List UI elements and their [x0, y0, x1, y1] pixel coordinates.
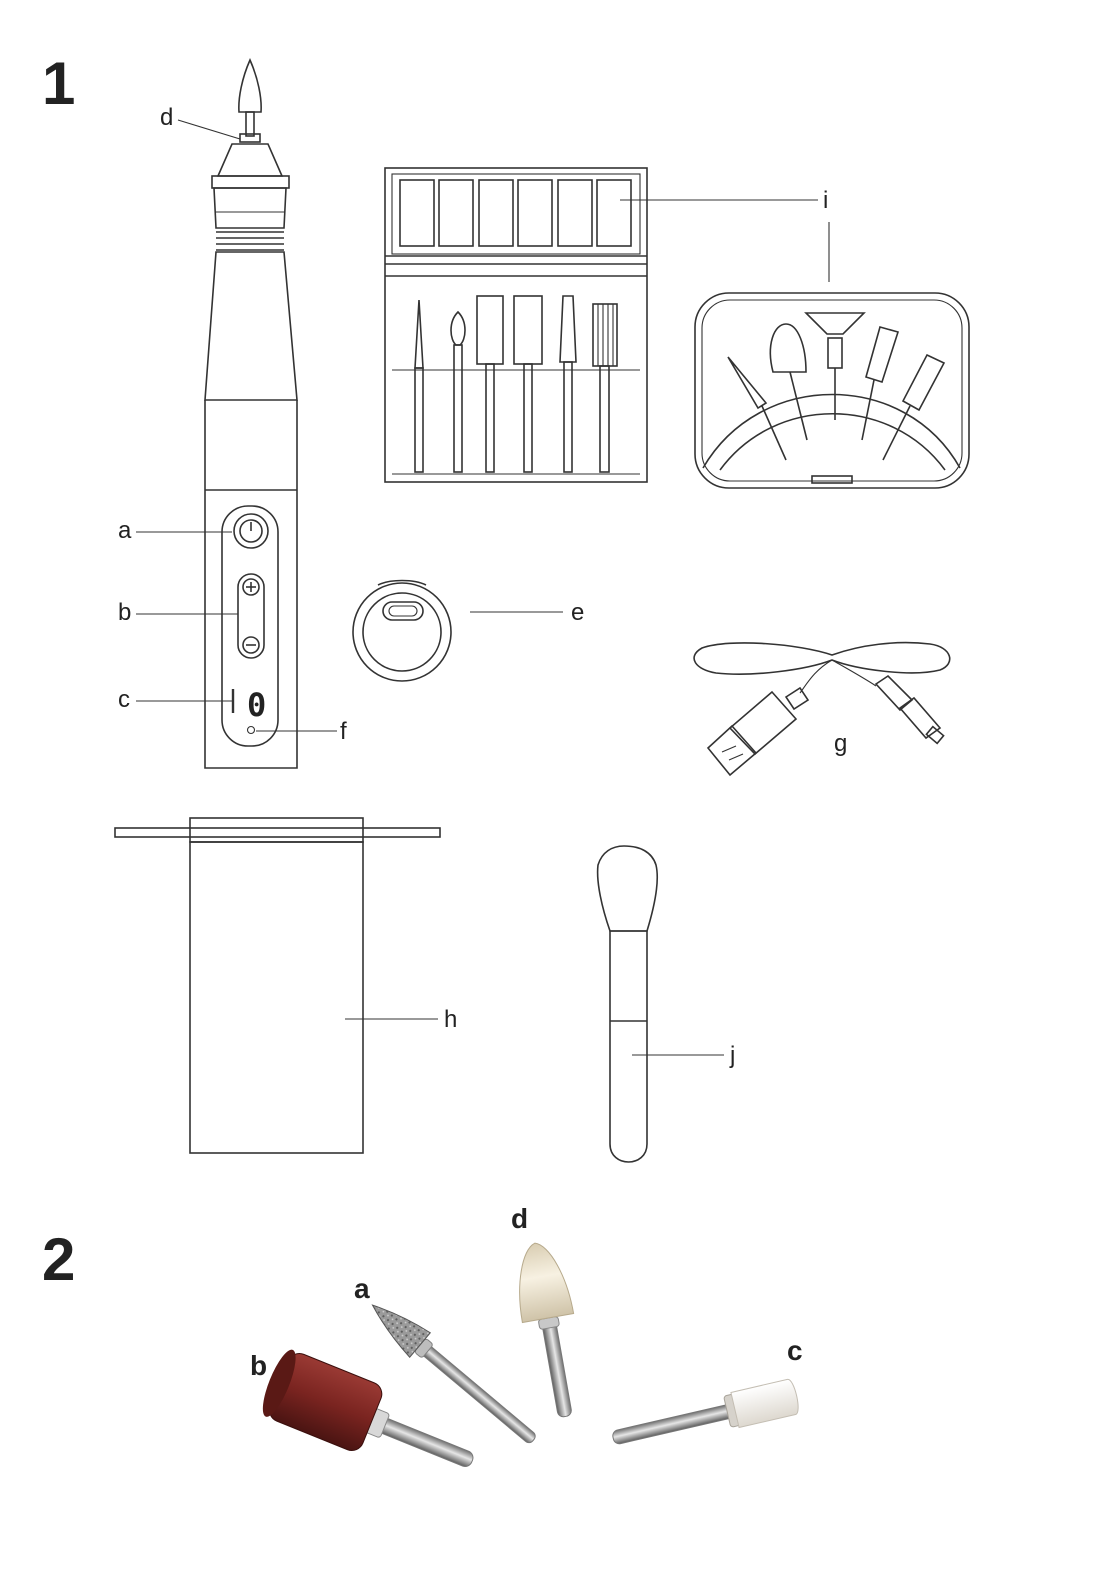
label-1-a: a: [118, 517, 132, 544]
section-1-number: 1: [42, 50, 75, 117]
pen-cap: [353, 581, 451, 682]
label-1-c: c: [118, 686, 130, 713]
nail-drill-pen: [205, 60, 297, 768]
label-1-g: g: [834, 730, 847, 757]
cleaning-brush: [598, 846, 658, 1162]
drawstring-pouch: [115, 818, 440, 1153]
label-2-c: c: [787, 1335, 803, 1366]
label-2-d: d: [511, 1203, 528, 1234]
ceramic-cylinder-bit: [609, 1378, 801, 1455]
label-1-b: b: [118, 599, 131, 626]
label-1-e: e: [571, 599, 584, 626]
label-1-j: j: [729, 1042, 735, 1069]
label-2-b: b: [250, 1350, 267, 1381]
label-1-h: h: [444, 1006, 457, 1033]
label-2-a: a: [354, 1273, 370, 1304]
label-1-d: d: [160, 104, 173, 131]
bit-stand-tray: [695, 293, 969, 488]
section-2-number: 2: [42, 1226, 75, 1293]
label-1-f: f: [340, 718, 347, 745]
bit-storage-box: [385, 168, 647, 482]
usb-cable: [694, 643, 950, 775]
felt-cone-bit: [509, 1239, 591, 1421]
label-1-i: i: [823, 187, 828, 214]
speed-display-digit: 0: [247, 686, 266, 724]
